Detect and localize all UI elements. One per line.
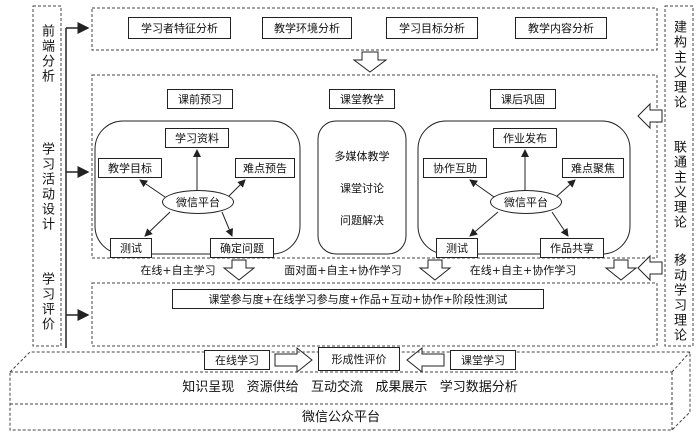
learner-analysis-box: 学习者特征分析 — [128, 17, 231, 39]
classroom-learning-box: 课堂学习 — [450, 350, 516, 370]
formative-evaluation-box: 形成性评价 — [318, 347, 400, 371]
down-arrow-1 — [352, 51, 388, 73]
preview-test-box: 测试 — [110, 238, 152, 258]
activity-frame — [91, 74, 658, 259]
classroom-item-multimedia: 多媒体教学 — [334, 150, 390, 163]
preview-define-problem-box: 确定问题 — [210, 238, 274, 258]
review-collaborate-box: 协作互助 — [423, 158, 487, 178]
flow-online-collab-label: 在线+自主+协作学习 — [469, 264, 577, 277]
right-panel-frame — [664, 5, 694, 347]
mobile-learning-label: 移动学习理论 — [671, 253, 686, 343]
platform-name: 微信公众平台 — [301, 410, 380, 425]
analysis-frame — [91, 7, 658, 51]
left-panel-frame — [32, 5, 62, 347]
review-test-box: 测试 — [436, 238, 478, 258]
preview-difficulty-box: 难点预告 — [235, 158, 295, 178]
evaluation-frame — [91, 282, 658, 347]
review-share-box: 作品共享 — [540, 238, 604, 258]
preview-goals-box: 教学目标 — [98, 158, 162, 178]
review-header: 课后巩固 — [490, 89, 556, 109]
constructivism-label: 建构主义理论 — [671, 20, 686, 110]
evaluation-criteria-box: 课堂参与度+在线学习参与度+作品+互动+协作+阶段性测试 — [172, 289, 544, 309]
preview-wechat-oval: 微信平台 — [162, 190, 234, 214]
frontend-analysis-label: 前端分析 — [39, 24, 54, 84]
classroom-item-problem-solving: 问题解决 — [340, 214, 384, 227]
preview-header: 课前预习 — [167, 89, 233, 109]
preview-materials-box: 学习资料 — [165, 128, 229, 148]
classroom-header: 课堂教学 — [329, 89, 395, 109]
online-learning-box: 在线学习 — [204, 350, 270, 370]
evaluation-label: 学习评价 — [39, 272, 54, 332]
review-assign-box: 作业发布 — [493, 128, 557, 148]
flow-online-self-label: 在线+自主学习 — [140, 264, 216, 277]
goal-analysis-box: 学习目标分析 — [386, 17, 478, 39]
connectivism-label: 联通主义理论 — [671, 140, 686, 230]
review-wechat-oval: 微信平台 — [490, 190, 562, 214]
review-focus-box: 难点聚焦 — [562, 158, 624, 178]
environment-analysis-box: 教学环境分析 — [262, 17, 352, 39]
platform-services-text: 知识呈现 资源供给 互动交流 成果展示 学习数据分析 — [182, 380, 518, 395]
activity-design-label: 学习活动设计 — [39, 142, 54, 232]
classroom-item-discussion: 课堂讨论 — [340, 182, 384, 195]
content-analysis-box: 教学内容分析 — [515, 17, 607, 39]
flow-face-to-face-label: 面对面+自主+协作学习 — [284, 264, 402, 277]
